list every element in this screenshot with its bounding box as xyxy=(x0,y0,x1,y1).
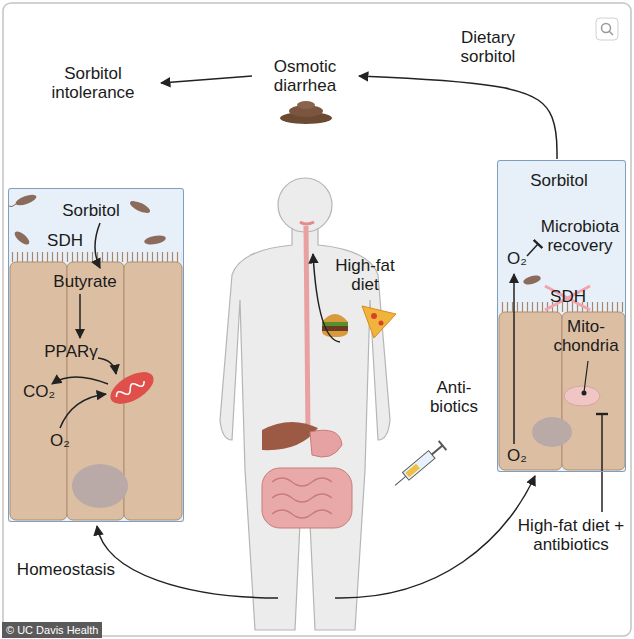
diarrhea-pile xyxy=(280,101,332,124)
zoom-icon xyxy=(596,18,618,40)
disease-arrow xyxy=(335,476,535,598)
node-text: PPARγ xyxy=(39,342,103,361)
annotation: Homeostasis xyxy=(14,560,118,579)
left-tissue xyxy=(8,188,184,522)
node-text: Mito- chondria xyxy=(550,317,622,355)
node-text: O₂ xyxy=(43,431,77,450)
edge-label: Dietary sorbitol xyxy=(438,28,538,66)
node-text: O₂ xyxy=(502,446,532,465)
node-text: Microbiota recovery xyxy=(536,217,624,255)
annotation: High-fat diet xyxy=(327,256,403,294)
node-text: Butyrate xyxy=(47,272,123,291)
node-text: Osmotic diarrhea xyxy=(255,57,355,95)
syringe xyxy=(391,441,446,490)
homeostasis-arrow xyxy=(97,526,278,598)
connector-arrow xyxy=(359,76,557,159)
node-text: SDH xyxy=(546,287,590,306)
right-tissue xyxy=(497,160,626,512)
annotation: High-fat diet + antibiotics xyxy=(514,516,628,554)
watermark: © UC Davis Health xyxy=(2,622,102,638)
node-text: Sorbitol intolerance xyxy=(28,64,158,102)
frame xyxy=(3,3,631,636)
tissue-panel: SorbitolSDH ButyratePPARγCO₂ O₂ xyxy=(8,188,184,522)
node-text: O₂ xyxy=(502,249,532,268)
text-node: Sorbitol intolerance xyxy=(28,62,158,104)
tissue-panel: SorbitolO₂Microbiota recoverySDHMito- ch… xyxy=(497,160,626,472)
node-text: Sorbitol xyxy=(56,201,126,220)
human-figure xyxy=(220,178,390,630)
node-text: SDH xyxy=(43,231,87,250)
node-text: Sorbitol xyxy=(524,171,594,190)
connector-arrow xyxy=(161,76,252,83)
annotation: Anti- biotics xyxy=(424,378,484,416)
text-node: Osmotic diarrhea xyxy=(255,55,355,97)
node-text: CO₂ xyxy=(19,382,59,401)
